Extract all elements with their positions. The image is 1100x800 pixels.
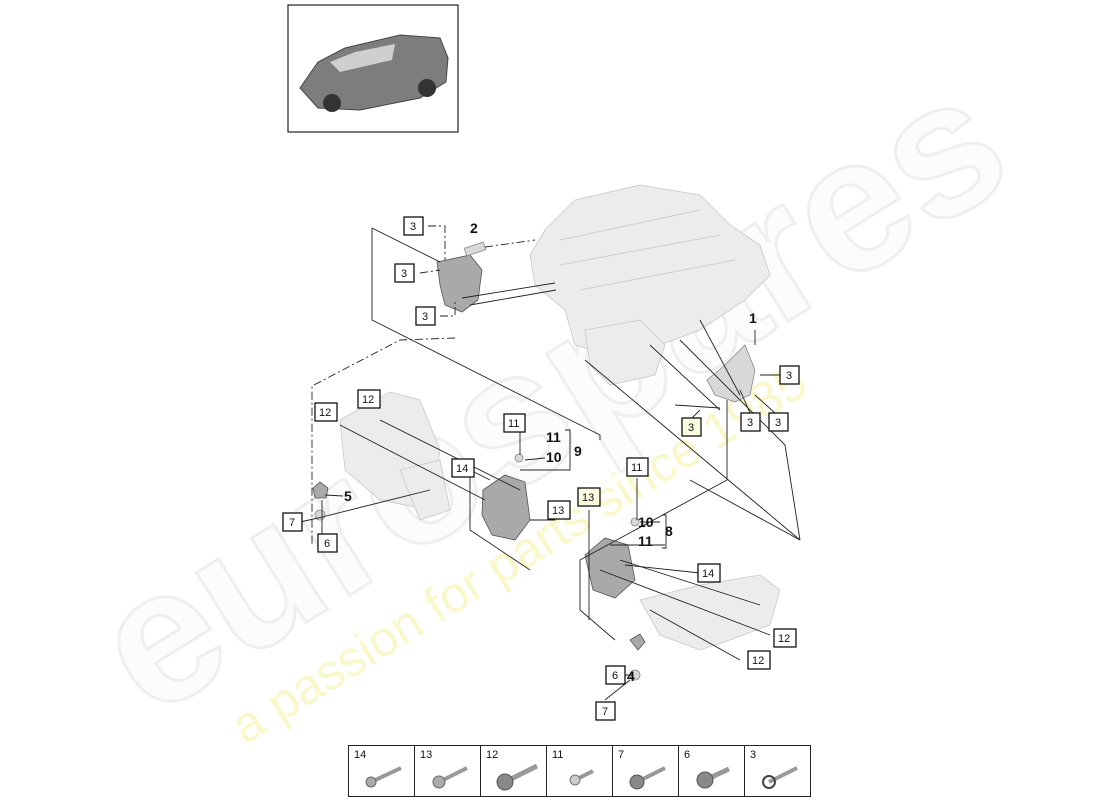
assembly-outlines: [299, 225, 801, 701]
callout-4[interactable]: 4: [627, 668, 635, 684]
callout-3[interactable]: 3: [401, 268, 407, 280]
callout-1[interactable]: 1: [749, 310, 757, 326]
callout-11[interactable]: 11: [508, 418, 519, 430]
callout-13[interactable]: 13: [552, 505, 564, 517]
legend-number: 13: [420, 749, 433, 761]
callout-12[interactable]: 12: [778, 633, 790, 645]
legend-number: 12: [486, 749, 499, 761]
fastener-legend: 14 13 12 11 7 6 3: [348, 745, 811, 797]
callout-9[interactable]: 9: [574, 443, 582, 459]
callout-13[interactable]: 13: [582, 492, 594, 504]
legend-number: 7: [618, 749, 625, 761]
callout-14[interactable]: 14: [456, 463, 468, 475]
legend-item[interactable]: 12: [481, 746, 547, 796]
bolt-short-icon: [569, 769, 594, 786]
callout-3[interactable]: 3: [422, 311, 428, 323]
bolt-socket-head-icon: [365, 766, 402, 788]
bolt-hex-flange-icon: [696, 766, 731, 789]
legend-number: 3: [750, 749, 757, 761]
bolt-washer-icon: [762, 766, 798, 789]
callout-12[interactable]: 12: [319, 407, 331, 419]
callout-10[interactable]: 10: [546, 449, 562, 465]
callout-12[interactable]: 12: [752, 655, 764, 667]
callout-12[interactable]: 12: [362, 394, 374, 406]
callout-3[interactable]: 3: [775, 417, 781, 429]
legend-number: 6: [684, 749, 691, 761]
legend-item[interactable]: 13: [415, 746, 481, 796]
legend-item[interactable]: 6: [679, 746, 745, 796]
callout-3[interactable]: 3: [747, 417, 753, 429]
engine-mount-left: [481, 474, 531, 541]
callout-10[interactable]: 10: [638, 514, 654, 530]
callout-11[interactable]: 11: [631, 462, 642, 474]
legend-number: 14: [354, 749, 367, 761]
callout-11[interactable]: 11: [638, 533, 653, 549]
bolt-hex-flange-icon: [496, 763, 539, 791]
callout-2[interactable]: 2: [470, 220, 478, 236]
callout-11[interactable]: 11: [546, 429, 561, 445]
callout-14[interactable]: 14: [702, 568, 714, 580]
small-parts: [312, 453, 646, 681]
callout-5[interactable]: 5: [344, 488, 352, 504]
engine-bracket-right: [706, 344, 756, 403]
engine-assembly: [529, 184, 771, 386]
callout-8[interactable]: 8: [665, 523, 673, 539]
callout-3[interactable]: 3: [688, 422, 694, 434]
callout-7[interactable]: 7: [289, 517, 295, 529]
callout-3[interactable]: 3: [410, 221, 416, 233]
bolt-socket-head-icon: [432, 766, 468, 789]
callout-7[interactable]: 7: [602, 706, 608, 718]
engine-bracket-left: [436, 241, 487, 313]
watermark: eurospares a passion for parts since 198…: [58, 31, 1042, 757]
legend-item[interactable]: 7: [613, 746, 679, 796]
legend-item[interactable]: 14: [349, 746, 415, 796]
bolt-hex-flange-icon: [629, 766, 666, 790]
engine-mount-right: [584, 537, 781, 651]
legend-number: 11: [552, 749, 564, 761]
vehicle-thumbnail[interactable]: [287, 4, 459, 133]
legend-item[interactable]: 11: [547, 746, 613, 796]
callout-6[interactable]: 6: [324, 538, 330, 550]
callout-3[interactable]: 3: [786, 370, 792, 382]
watermark-brand: eurospares: [59, 32, 1040, 755]
callout-6[interactable]: 6: [612, 670, 618, 682]
callout-labels: 3 3 3 2 1 3 3 3 3 12 12 11 11 10 9 14 5 …: [282, 216, 800, 721]
legend-item[interactable]: 3: [745, 746, 810, 796]
